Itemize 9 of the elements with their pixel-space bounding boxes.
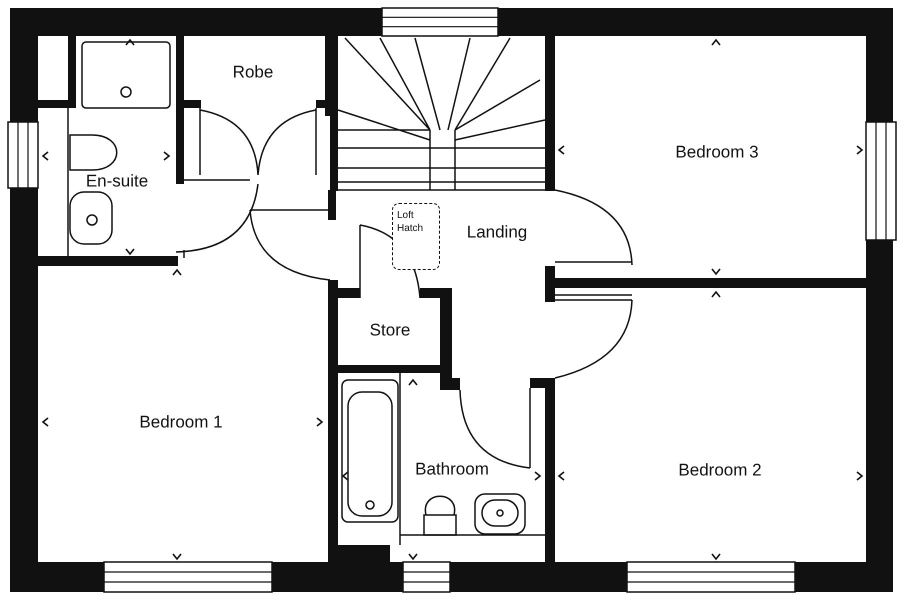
room-label: Robe	[232, 64, 274, 82]
room-label: Landing	[466, 224, 528, 242]
room-label: Bedroom 1	[139, 414, 223, 432]
room-label: Bedroom 2	[678, 462, 762, 480]
room-label: Store	[370, 322, 410, 340]
room-label: En-suite	[86, 172, 148, 192]
loft-hatch: Loft Hatch	[392, 203, 440, 270]
room-label: Bedroom 3	[675, 144, 759, 162]
room-label: Bathroom	[415, 460, 489, 480]
